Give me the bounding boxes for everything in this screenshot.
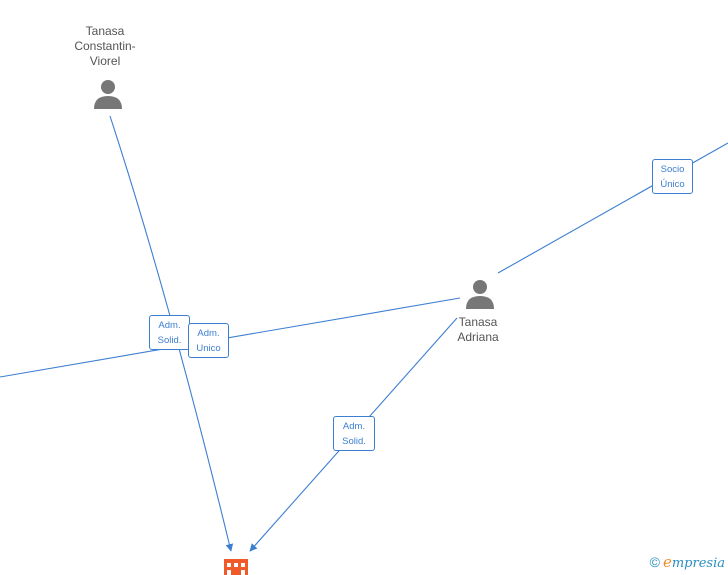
person-icon[interactable] bbox=[464, 278, 496, 310]
person-icon[interactable] bbox=[92, 78, 124, 110]
node-label-adriana[interactable]: Tanasa Adriana bbox=[457, 315, 499, 344]
node-label-constantin[interactable]: Tanasa Constantin- Viorel bbox=[74, 24, 136, 68]
edge-label-adm-solid[interactable]: Adm. Solid. bbox=[333, 416, 375, 451]
edge-label-adm-unico[interactable]: Adm. Unico bbox=[188, 323, 229, 358]
edge-label-adm-solid[interactable]: Adm. Solid. bbox=[149, 315, 190, 350]
edge-adriana-right bbox=[497, 142, 728, 274]
copyright-symbol: © bbox=[649, 554, 660, 570]
edge-label-socio-unico[interactable]: Socio Único bbox=[652, 159, 693, 194]
edge-adriana-left bbox=[0, 297, 461, 378]
building-icon[interactable] bbox=[224, 559, 248, 575]
brand-logo: empresia bbox=[662, 553, 725, 571]
watermark: © empresia bbox=[650, 553, 725, 571]
